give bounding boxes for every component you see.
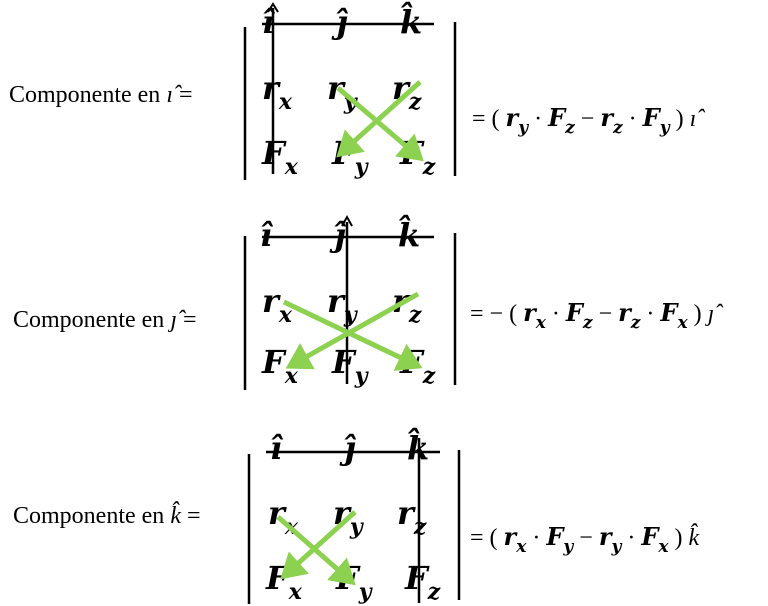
cell-sub: y: [354, 154, 368, 180]
matrix-cell-rz: rz: [397, 497, 426, 538]
cell-main: r: [327, 69, 344, 107]
result-suffix: ): [674, 525, 683, 551]
matrix-cell-fz: Fz: [405, 562, 440, 603]
cross-arrow: [280, 510, 357, 580]
dot-operator: ·: [534, 106, 543, 132]
result-prefix: = (: [472, 106, 500, 132]
result-unit: ı̂: [689, 106, 697, 132]
term-d: Fx: [660, 298, 688, 333]
cell-sub: x: [288, 579, 302, 605]
result-suffix: ): [675, 106, 684, 132]
unit-i: ı̂: [270, 429, 283, 467]
term-b: Fz: [548, 103, 575, 138]
matrix-header-k: k̂: [400, 6, 422, 38]
cell-sub: z: [422, 363, 436, 389]
cell-sub: x: [278, 302, 292, 328]
unit-k-label: k̂: [170, 503, 181, 529]
term-a: rx: [503, 522, 527, 557]
cell-main: F: [262, 343, 285, 381]
result-formula-k: = ( rx · Fy − ry · Fx ) k̂: [470, 522, 699, 557]
label-text: Componente en: [13, 503, 171, 529]
matrix-header-j: ȷ̂: [344, 432, 356, 464]
equals-sign: =: [176, 307, 197, 333]
term-c: rz: [618, 298, 641, 333]
term-b: Fz: [565, 298, 593, 333]
dot-operator: ·: [646, 301, 655, 327]
result-suffix: ): [693, 301, 702, 327]
cell-sub: x: [278, 89, 292, 115]
unit-i-label: ı̂: [166, 82, 173, 108]
cell-main: r: [262, 69, 279, 107]
result-formula-i: = ( ry · Fz − rz · Fy ) ı̂: [472, 103, 696, 138]
unit-j: ȷ̂: [334, 216, 346, 254]
cell-main: r: [397, 494, 414, 532]
matrix-header-i: ı̂: [262, 6, 274, 38]
result-formula-j: = − ( rx · Fz − rz · Fx ) ȷ̂: [470, 298, 714, 333]
dot-operator: ·: [551, 301, 560, 327]
term-d: Fy: [642, 103, 670, 138]
result-prefix: = (: [470, 525, 498, 551]
cell-sub: y: [354, 363, 368, 389]
term-c: ry: [598, 522, 622, 557]
term-c: rz: [600, 103, 623, 138]
cell-sub: z: [408, 89, 422, 115]
cell-sub: x: [284, 154, 298, 180]
term-b: Fy: [546, 522, 574, 557]
term-a: ry: [505, 103, 529, 138]
matrix-cell-ry: ry: [327, 72, 357, 113]
dot-operator: ·: [627, 525, 636, 551]
strike-col-arrowhead: [341, 214, 353, 227]
cell-sub: z: [422, 154, 436, 180]
cell-main: r: [327, 282, 344, 320]
cross-arrow: [285, 291, 420, 370]
minus-operator: −: [580, 106, 595, 132]
term-a: rx: [523, 298, 546, 333]
result-unit: ȷ̂: [707, 301, 715, 327]
cell-main: r: [262, 282, 279, 320]
cross-arrow: [336, 86, 424, 162]
cell-sub: x: [284, 363, 298, 389]
matrix-cell-rx: rx: [262, 72, 292, 113]
unit-j-label: ȷ̂: [170, 307, 177, 333]
component-label-j: Componente en ȷ̂ =: [13, 307, 197, 334]
matrix-header-i: ı̂: [270, 432, 282, 464]
result-prefix: = − (: [470, 301, 518, 327]
unit-i: ı̂: [262, 3, 275, 41]
unit-i: ı̂: [260, 216, 273, 254]
dot-operator: ·: [628, 106, 637, 132]
cell-sub: y: [358, 579, 372, 605]
dot-operator: ·: [532, 525, 541, 551]
unit-j: ȷ̂: [336, 3, 348, 41]
label-text: Componente en: [9, 82, 167, 108]
cell-sub: z: [408, 302, 422, 328]
result-unit: k̂: [688, 525, 700, 551]
component-label-k: Componente en k̂ =: [13, 503, 201, 530]
term-d: Fx: [641, 522, 669, 557]
unit-k: k̂: [398, 216, 421, 254]
minus-operator: −: [579, 525, 593, 551]
matrix-header-j: ȷ̂: [334, 219, 346, 251]
cross-arrow: [336, 80, 422, 158]
cell-main: F: [405, 559, 428, 597]
cell-sub: y: [349, 514, 363, 540]
matrix-header-j: ȷ̂: [336, 6, 348, 38]
unit-j: ȷ̂: [344, 429, 356, 467]
cell-sub: z: [427, 579, 441, 605]
matrix-cell-rx: rx: [262, 285, 292, 326]
matrix-header-k: k̂: [398, 219, 420, 251]
matrix-cell-fx: Fx: [262, 346, 298, 387]
matrix-cell-fy: Fy: [332, 346, 368, 387]
unit-k: k̂: [400, 3, 423, 41]
strike-col-arrowhead: [267, 2, 279, 13]
equals-sign: =: [180, 503, 201, 529]
minus-operator: −: [598, 301, 613, 327]
component-label-i: Componente en ı̂ =: [9, 82, 193, 109]
equals-sign: =: [172, 82, 193, 108]
cell-main: F: [332, 343, 355, 381]
label-text: Componente en: [13, 307, 171, 333]
matrix-header-i: ı̂: [260, 219, 272, 251]
